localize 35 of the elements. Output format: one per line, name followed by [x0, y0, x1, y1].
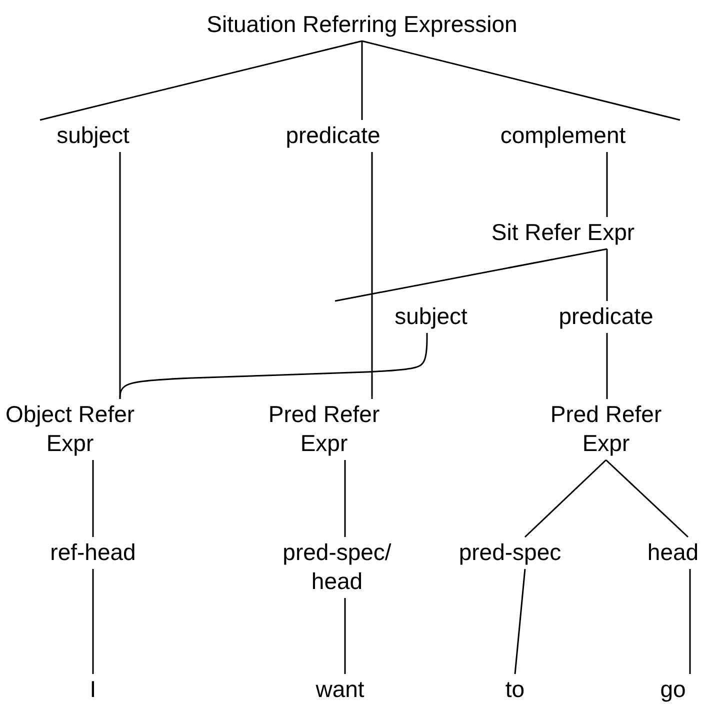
tree-node-label: pred-spec [456, 538, 564, 567]
tree-node-label: Object Refer Expr [3, 400, 137, 458]
tree-node-label: complement [498, 121, 628, 150]
tree-node-label: go [658, 675, 688, 704]
tree-branch [344, 460, 346, 537]
tree-branch [606, 249, 608, 301]
tree-branch [334, 248, 608, 302]
tree-branch [371, 152, 373, 399]
tree-node-label: head [645, 538, 701, 567]
tree-node-label: ref-head [48, 538, 138, 567]
tree-node-label: Sit Refer Expr [489, 218, 637, 247]
tree-node-label: want [314, 675, 366, 704]
tree-node-label: to [503, 675, 527, 704]
tree-branch [40, 40, 362, 121]
tree-node-label: pred-spec/ head [280, 538, 394, 596]
tree-branch [362, 40, 680, 121]
tree-branch [361, 41, 363, 120]
tree-branch [514, 568, 526, 674]
tree-node-label: Pred Refer Expr [548, 400, 664, 458]
tree-branch [119, 333, 428, 399]
tree-branch [92, 569, 94, 674]
tree-branch [92, 460, 94, 537]
tree-node-label: predicate [556, 302, 656, 331]
tree-branch [689, 569, 691, 674]
tree-node-label: Pred Refer Expr [266, 400, 382, 458]
tree-node-label: subject [392, 302, 470, 331]
tree-node-label: I [88, 675, 98, 704]
tree-branch [605, 459, 689, 538]
tree-node-label: predicate [284, 121, 382, 150]
tree-node-label: Situation Referring Expression [204, 10, 520, 39]
tree-branch [524, 459, 607, 538]
tree-node-label: subject [54, 121, 132, 150]
tree-branch [606, 333, 608, 399]
tree-branch [344, 598, 346, 674]
tree-branch [606, 152, 608, 217]
